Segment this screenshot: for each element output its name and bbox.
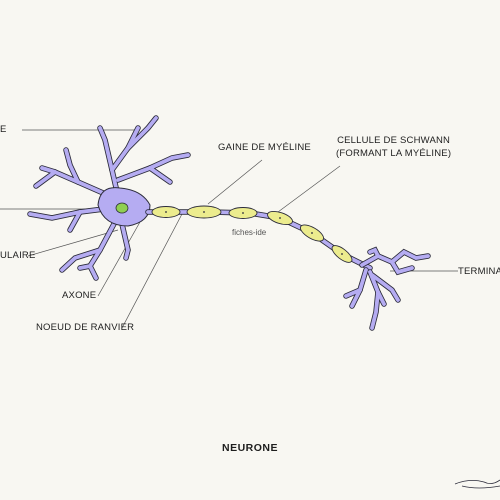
axon — [145, 209, 373, 271]
label-corps-cellulaire: ULAIRE — [0, 250, 36, 261]
watermark: fiches-ide — [232, 228, 267, 237]
label-schwann-line1: CELLULE DE SCHWANN — [337, 135, 451, 146]
pointer-line-schwann — [277, 165, 341, 213]
diagram-title: NEURONE — [222, 442, 279, 454]
label-schwann-line2: (FORMANT LA MYÉLINE) — [336, 148, 452, 159]
myelin-nuclei — [165, 211, 343, 255]
pointer-line-myeline — [207, 159, 263, 205]
dendrites-fill — [28, 116, 190, 280]
nucleus — [115, 202, 129, 214]
label-axone: AXONE — [62, 290, 97, 301]
artist-signature — [454, 479, 500, 489]
label-noeud-ranvier: NOEUD DE RANVIER — [36, 322, 135, 333]
pointer-line-ranvier — [121, 213, 183, 329]
axon-terminals — [344, 247, 430, 330]
pointer-line-axone — [97, 221, 141, 297]
label-gaine-myeline: GAINE DE MYÉLINE — [218, 142, 311, 153]
label-dendrites: E — [0, 124, 7, 135]
pointer-line-ulaire — [27, 229, 119, 257]
pointer-lines — [0, 129, 458, 329]
label-terminaison: TERMINAIS — [458, 266, 500, 277]
label-cellule-schwann: CELLULE DE SCHWANN (FORMANT LA MYÉLINE) — [336, 134, 451, 160]
